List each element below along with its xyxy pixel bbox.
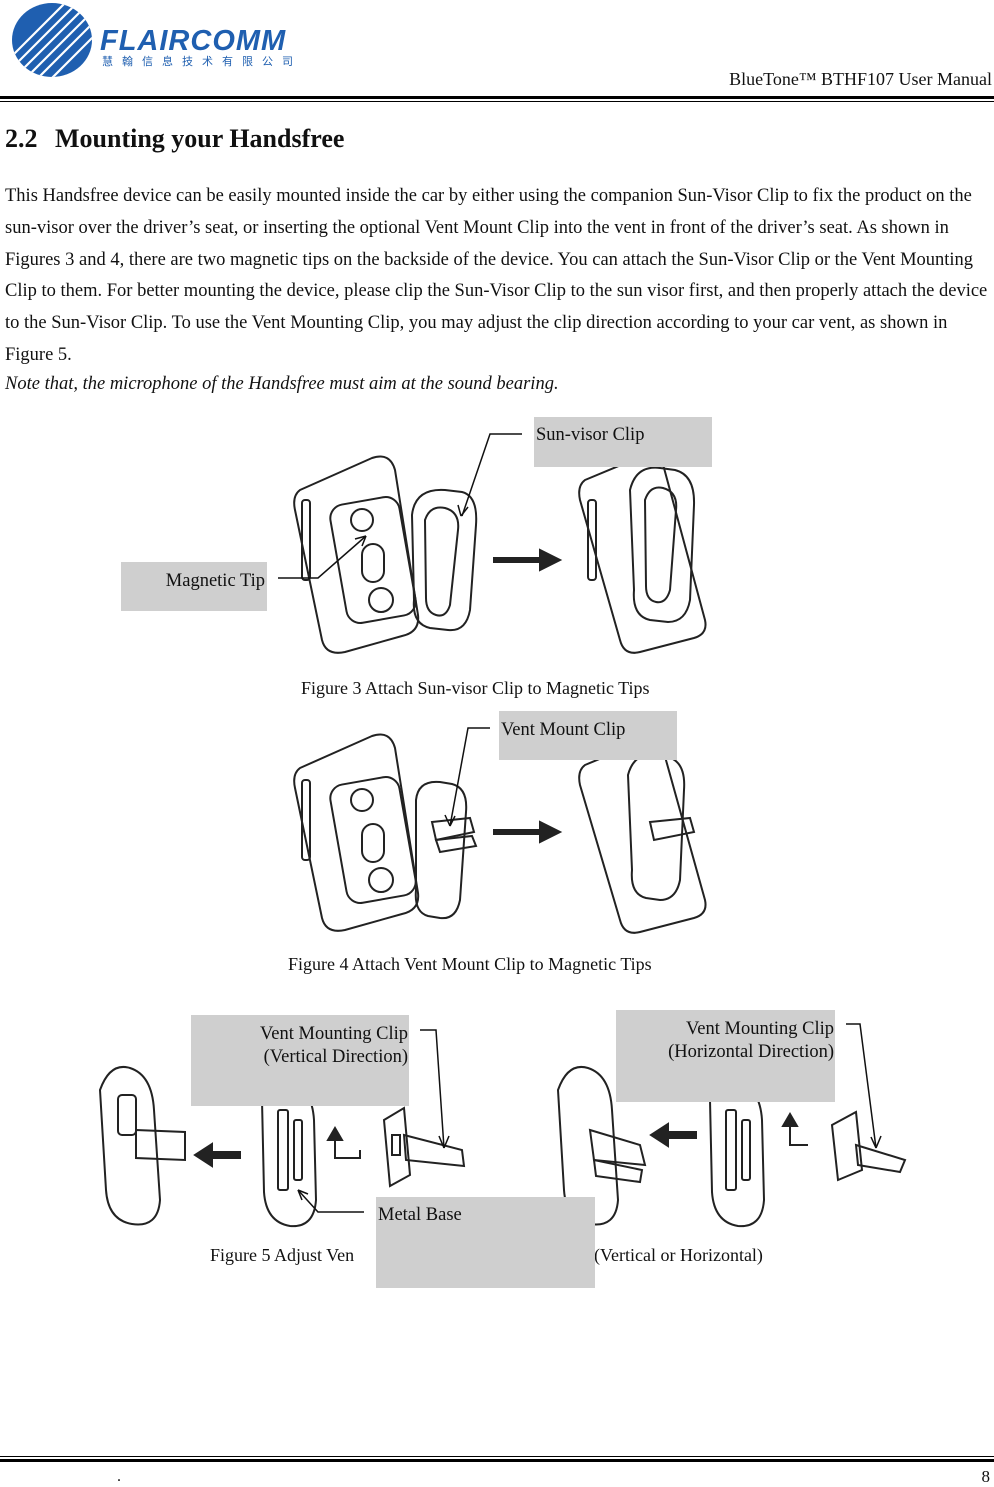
callout-vertical-line2: (Vertical Direction): [263, 1047, 408, 1067]
footer-rule: [0, 1459, 994, 1462]
vent-mount-clip-illustration: [414, 780, 478, 920]
body-paragraph: This Handsfree device can be easily moun…: [5, 186, 988, 365]
assembled-device-illustration: [578, 453, 707, 654]
callout-horizontal-line1: Vent Mounting Clip: [685, 1019, 834, 1039]
figure3-caption: Figure 3 Attach Sun-visor Clip to Magnet…: [301, 678, 650, 698]
assembled-device-illustration: [578, 738, 707, 934]
callout-vent-clip-vertical: Vent Mounting Clip (Vertical Direction): [191, 1015, 409, 1106]
logo-subtext: 慧翰信息技术有限公司: [102, 55, 302, 68]
metal-base-illustration: [708, 1080, 766, 1228]
figure4-caption: Figure 4 Attach Vent Mount Clip to Magne…: [288, 954, 652, 974]
header-rule: [0, 96, 994, 99]
callout-vertical-line1: Vent Mounting Clip: [259, 1024, 408, 1044]
sun-visor-clip-illustration: [410, 488, 478, 632]
arrow-right-icon: [493, 548, 563, 572]
vertical-clip-assembly-illustration: [98, 1066, 186, 1226]
vent-clip-horizontal-illustration: [830, 1110, 907, 1182]
header-rule-thin: [0, 101, 994, 102]
section-number: 2.2: [5, 124, 38, 153]
rotate-arrow-icon: [789, 1120, 808, 1146]
arrow-left-icon: [649, 1122, 697, 1148]
section-title: Mounting your Handsfree: [55, 124, 345, 153]
arrow-right-icon: [493, 820, 563, 844]
callout-horizontal-line2: (Horizontal Direction): [668, 1042, 834, 1062]
figure5-caption-left: Figure 5 Adjust Ven: [210, 1245, 355, 1265]
rotate-arrow-icon: [334, 1135, 361, 1159]
callout-vent-clip-horizontal: Vent Mounting Clip (Horizontal Direction…: [616, 1010, 835, 1102]
figure5-caption-right: (Vertical or Horizontal): [594, 1245, 763, 1265]
footer-mark: .: [117, 1468, 121, 1485]
footer-rule-thin: [0, 1456, 994, 1457]
callout-vent-mount-clip: Vent Mount Clip: [499, 711, 677, 760]
vent-clip-vertical-illustration: [382, 1106, 466, 1188]
device-illustration: [293, 455, 420, 654]
callout-leaders: [278, 433, 882, 1213]
flaircomm-logo-icon: [12, 3, 92, 77]
device-illustration: [293, 733, 420, 932]
callout-sun-visor-clip: Sun-visor Clip: [534, 417, 712, 467]
document-title: BlueTone™ BTHF107 User Manual: [729, 69, 992, 89]
page-number: 8: [981, 1467, 991, 1486]
note-text: Note that, the microphone of the Handsfr…: [5, 374, 559, 394]
arrow-left-icon: [193, 1142, 241, 1168]
rotate-arrow-head-icon: [781, 1112, 799, 1127]
rotate-arrow-head-icon: [326, 1126, 344, 1141]
callout-metal-base: Metal Base: [376, 1197, 595, 1288]
logo-wordmark: FLAIRCOMM: [100, 25, 287, 57]
section-heading: 2.2 Mounting your Handsfree: [5, 124, 344, 154]
callout-magnetic-tip: Magnetic Tip: [121, 562, 267, 611]
